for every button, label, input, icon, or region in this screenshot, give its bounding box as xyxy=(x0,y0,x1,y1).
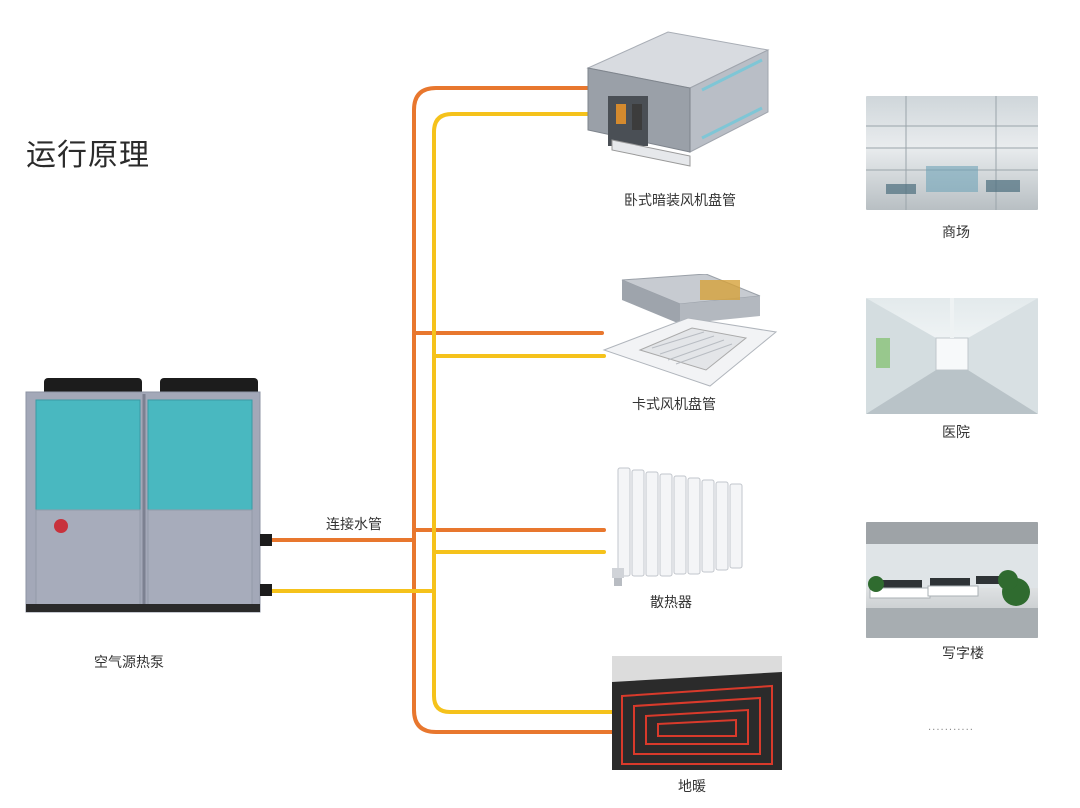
radiator-image xyxy=(612,467,743,586)
concealed-fan-coil-image xyxy=(586,31,770,167)
terminal-label-radiator: 散热器 xyxy=(650,595,692,611)
mall-photo xyxy=(866,96,1038,210)
terminal-label-cassette-fan-coil: 卡式风机盘管 xyxy=(632,397,716,413)
application-label-office: 写字楼 xyxy=(942,646,984,662)
pipe-label: 连接水管 xyxy=(326,517,382,533)
heat-pump-label: 空气源热泵 xyxy=(94,655,164,671)
page-title: 运行原理 xyxy=(26,138,150,173)
application-label-mall: 商场 xyxy=(942,225,970,241)
office-photo xyxy=(866,522,1038,638)
return-pipes xyxy=(266,112,614,714)
brand-logo-icon xyxy=(54,519,68,533)
terminal-label-floor-heating: 地暖 xyxy=(678,779,706,795)
terminal-label-concealed-fan-coil: 卧式暗装风机盘管 xyxy=(624,193,736,209)
floor-heating-image xyxy=(612,656,782,770)
air-source-heat-pump-image xyxy=(25,378,272,613)
supply-pipes xyxy=(266,86,614,734)
hospital-photo xyxy=(866,298,1038,414)
more-indicator: ........... xyxy=(928,722,974,733)
cassette-fan-coil-image xyxy=(602,274,778,387)
application-label-hospital: 医院 xyxy=(942,425,970,441)
